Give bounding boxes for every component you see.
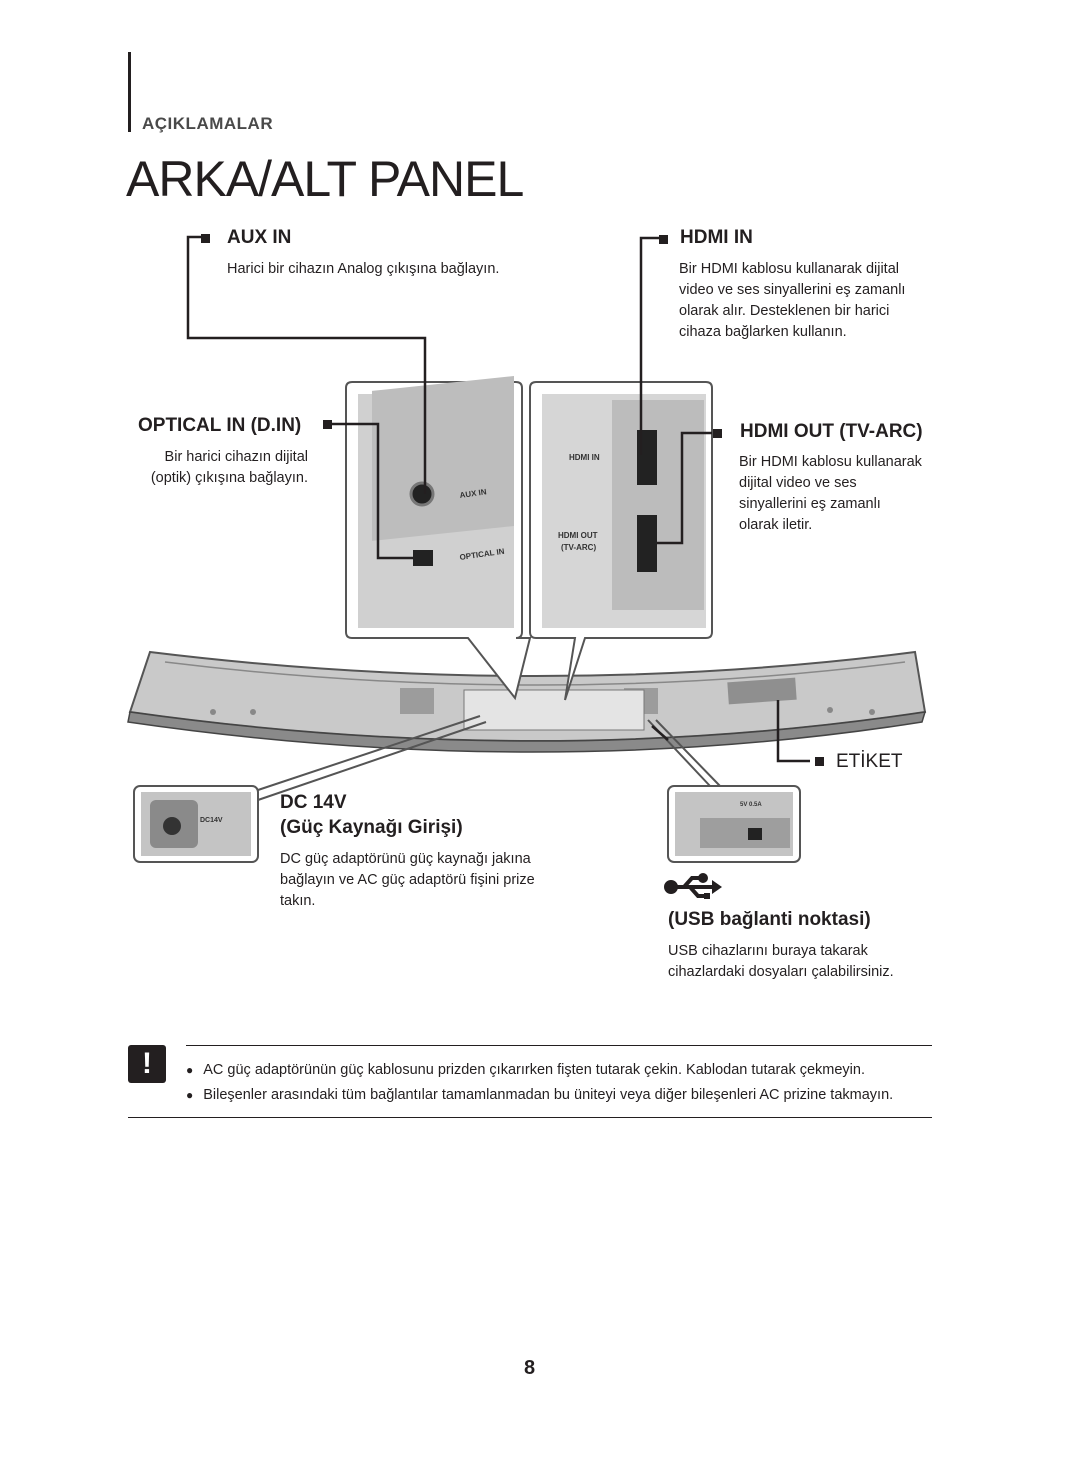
etiket-label: ETİKET xyxy=(836,751,903,772)
hdmi-out-label: HDMI OUT (TV-ARC) xyxy=(740,421,923,442)
page-number: 8 xyxy=(524,1357,536,1379)
dc-label: DC 14V xyxy=(280,792,347,813)
soundbar-illustration xyxy=(127,650,927,753)
hdmi-callout: HDMI IN HDMI OUT (TV-ARC) xyxy=(529,381,713,701)
usb-rating-mark: 5V 0.5A xyxy=(740,802,762,808)
aux-optical-callout: AUX IN OPTICAL IN xyxy=(345,375,532,701)
hdmi-out-panel-mark: HDMI OUT xyxy=(558,531,598,540)
section-heading: AÇIKLAMALAR xyxy=(142,114,274,133)
optical-in-desc: Bir harici cihazın dijital(optik) çıkışı… xyxy=(150,449,308,486)
list-item: AC güç adaptörünün güç kablosunu prizden… xyxy=(186,1058,893,1083)
aux-in-desc: Harici bir cihazın Analog çıkışına bağla… xyxy=(227,261,500,277)
aux-panel-mark: AUX IN xyxy=(459,487,487,500)
dc-inset: DC14V xyxy=(133,715,487,863)
leader-lines xyxy=(186,235,810,763)
aux-in-label: AUX IN xyxy=(227,227,292,248)
list-item: Bileşenler arasındaki tüm bağlantılar ta… xyxy=(186,1083,893,1108)
notes-bottom-rule xyxy=(128,1117,932,1118)
label-markers xyxy=(201,234,824,766)
hdmi-in-panel-mark: HDMI IN xyxy=(569,453,600,462)
side-rule xyxy=(128,52,131,132)
hdmi-in-label: HDMI IN xyxy=(680,227,753,248)
caution-notes: AC güç adaptörünün güç kablosunu prizden… xyxy=(186,1058,893,1108)
caution-icon: ! xyxy=(128,1045,166,1083)
dc-sublabel: (Güç Kaynağı Girişi) xyxy=(280,817,463,838)
usb-label: (USB bağlanti noktasi) xyxy=(668,909,871,930)
notes-top-rule xyxy=(186,1045,932,1046)
usb-inset: 5V 0.5A xyxy=(647,719,801,863)
page-title: ARKA/ALT PANEL xyxy=(126,151,524,207)
usb-icon xyxy=(664,873,722,899)
optical-in-label: OPTICAL IN (D.IN) xyxy=(138,415,302,436)
dc-panel-mark: DC14V xyxy=(200,817,223,824)
rear-panel-diagram: AUX IN OPTICAL IN HDMI IN HDMI OUT (TV-A… xyxy=(127,234,927,899)
tv-arc-panel-mark: (TV-ARC) xyxy=(561,543,596,552)
